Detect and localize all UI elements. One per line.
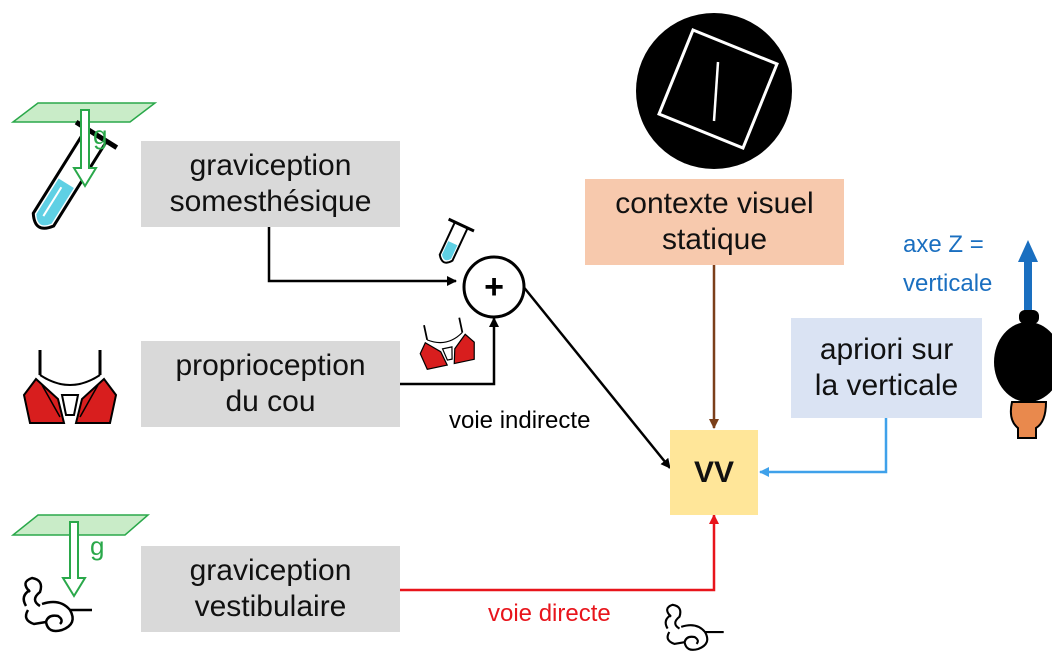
small-neck-icon <box>419 317 475 370</box>
gravity-label-top: g <box>93 120 107 150</box>
somesthetic-gravity-icon: g <box>10 102 158 230</box>
somesthetic-to-sum-path <box>267 227 457 286</box>
vertical-prior-line2: la verticale <box>814 369 959 402</box>
plus-symbol: + <box>484 268 504 306</box>
direct-path-label: voie directe <box>488 600 611 627</box>
rod-and-frame-icon <box>636 13 792 169</box>
inner-ear-icon <box>22 576 92 633</box>
graviception-somesthetic-box: graviception somesthésique <box>141 141 400 227</box>
sum-node: + <box>462 255 526 319</box>
direct-path <box>400 514 719 592</box>
small-inner-ear-icon <box>664 603 724 651</box>
head-silhouette-icon <box>994 310 1052 439</box>
z-axis-label-line2: verticale <box>903 270 993 297</box>
vertical-prior-line1: apriori sur <box>819 333 954 366</box>
graviception-vestibular-line1: graviception <box>189 554 352 587</box>
static-visual-context-line1: contexte visuel <box>615 187 814 220</box>
gravity-arrow-top <box>72 109 98 188</box>
graviception-somesthetic-line1: graviception <box>189 149 352 182</box>
indirect-path-label: voie indirecte <box>449 407 591 434</box>
neck-muscles-icon <box>22 350 118 424</box>
z-axis-label-line1: axe Z = <box>903 231 984 258</box>
z-axis-arrow <box>1018 240 1038 320</box>
indirect-path <box>521 284 671 469</box>
vestibular-gravity-icon: g <box>10 514 151 598</box>
neck-proprioception-line2: du cou <box>225 385 316 418</box>
static-visual-context-line2: statique <box>661 223 768 256</box>
prior-path <box>759 418 888 477</box>
vertical-prior-box: apriori sur la verticale <box>791 318 982 418</box>
neck-to-sum-path <box>400 317 499 386</box>
graviception-vestibular-box: graviception vestibulaire <box>141 546 400 632</box>
neck-proprioception-line1: proprioception <box>175 349 366 382</box>
vv-label: VV <box>693 455 735 489</box>
small-tube-icon <box>438 217 475 264</box>
gravity-arrow-bottom <box>61 521 87 598</box>
graviception-somesthetic-line2: somesthésique <box>169 185 372 218</box>
gravity-label-bottom: g <box>90 531 104 561</box>
neck-proprioception-box: proprioception du cou <box>141 341 400 427</box>
vv-box: VV <box>670 430 758 515</box>
graviception-vestibular-line2: vestibulaire <box>194 590 347 623</box>
static-visual-context-box: contexte visuel statique <box>585 179 844 265</box>
